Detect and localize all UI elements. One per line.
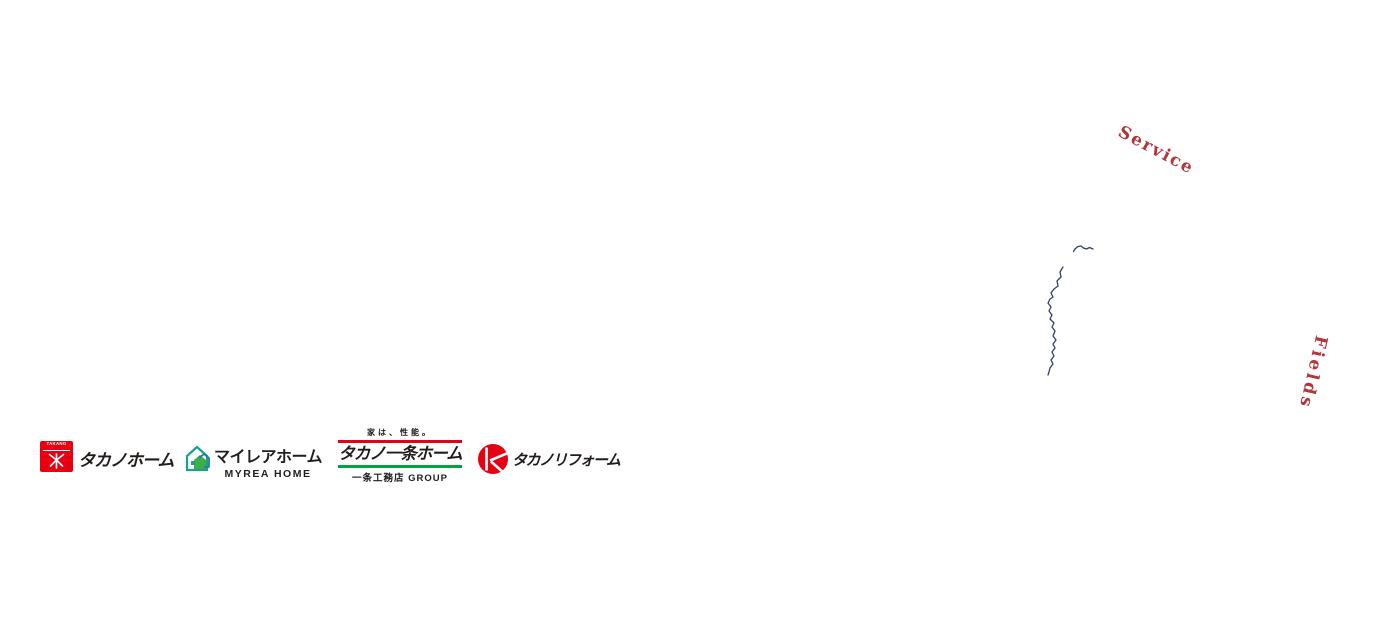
myrea-home-romaji: MYREA HOME xyxy=(224,468,312,480)
myrea-home-wordmark: マイレアホーム xyxy=(214,449,323,466)
map-outline-line xyxy=(1047,245,1094,376)
takano-home-mark-icon: TAKANO xyxy=(40,441,73,472)
ichijo-group-label: 一条工務店 GROUP xyxy=(352,473,448,484)
ichijo-tagline: 家は、性能。 xyxy=(367,428,433,437)
fields-section-label: Fields xyxy=(1294,333,1331,412)
takano-badge-text: TAKANO xyxy=(46,442,67,447)
takano-home-wordmark: タカノホーム xyxy=(78,451,174,470)
ichijo-red-rule xyxy=(338,440,462,443)
logo-takano-ichijo-home[interactable]: 家は、性能。 タカノ一条ホーム 一条工務店 GROUP xyxy=(338,427,463,484)
service-section-label: Service xyxy=(1114,122,1198,179)
layered-house-icon xyxy=(185,445,210,472)
badge-divider xyxy=(43,450,70,451)
tree-mark-icon xyxy=(48,453,65,469)
takano-ichijo-wordmark: タカノ一条ホーム xyxy=(338,445,463,463)
ichijo-green-rule xyxy=(338,465,462,468)
takano-reform-wordmark: タカノリフォーム xyxy=(512,452,621,469)
logo-takano-home[interactable]: TAKANO タカノホーム xyxy=(40,441,174,473)
pinwheel-circle-icon xyxy=(478,444,508,474)
myrea-home-text-block: マイレアホーム MYREA HOME xyxy=(214,443,323,480)
logo-myrea-home[interactable]: マイレアホーム MYREA HOME xyxy=(184,442,323,480)
logo-takano-reform[interactable]: タカノリフォーム xyxy=(478,444,621,474)
